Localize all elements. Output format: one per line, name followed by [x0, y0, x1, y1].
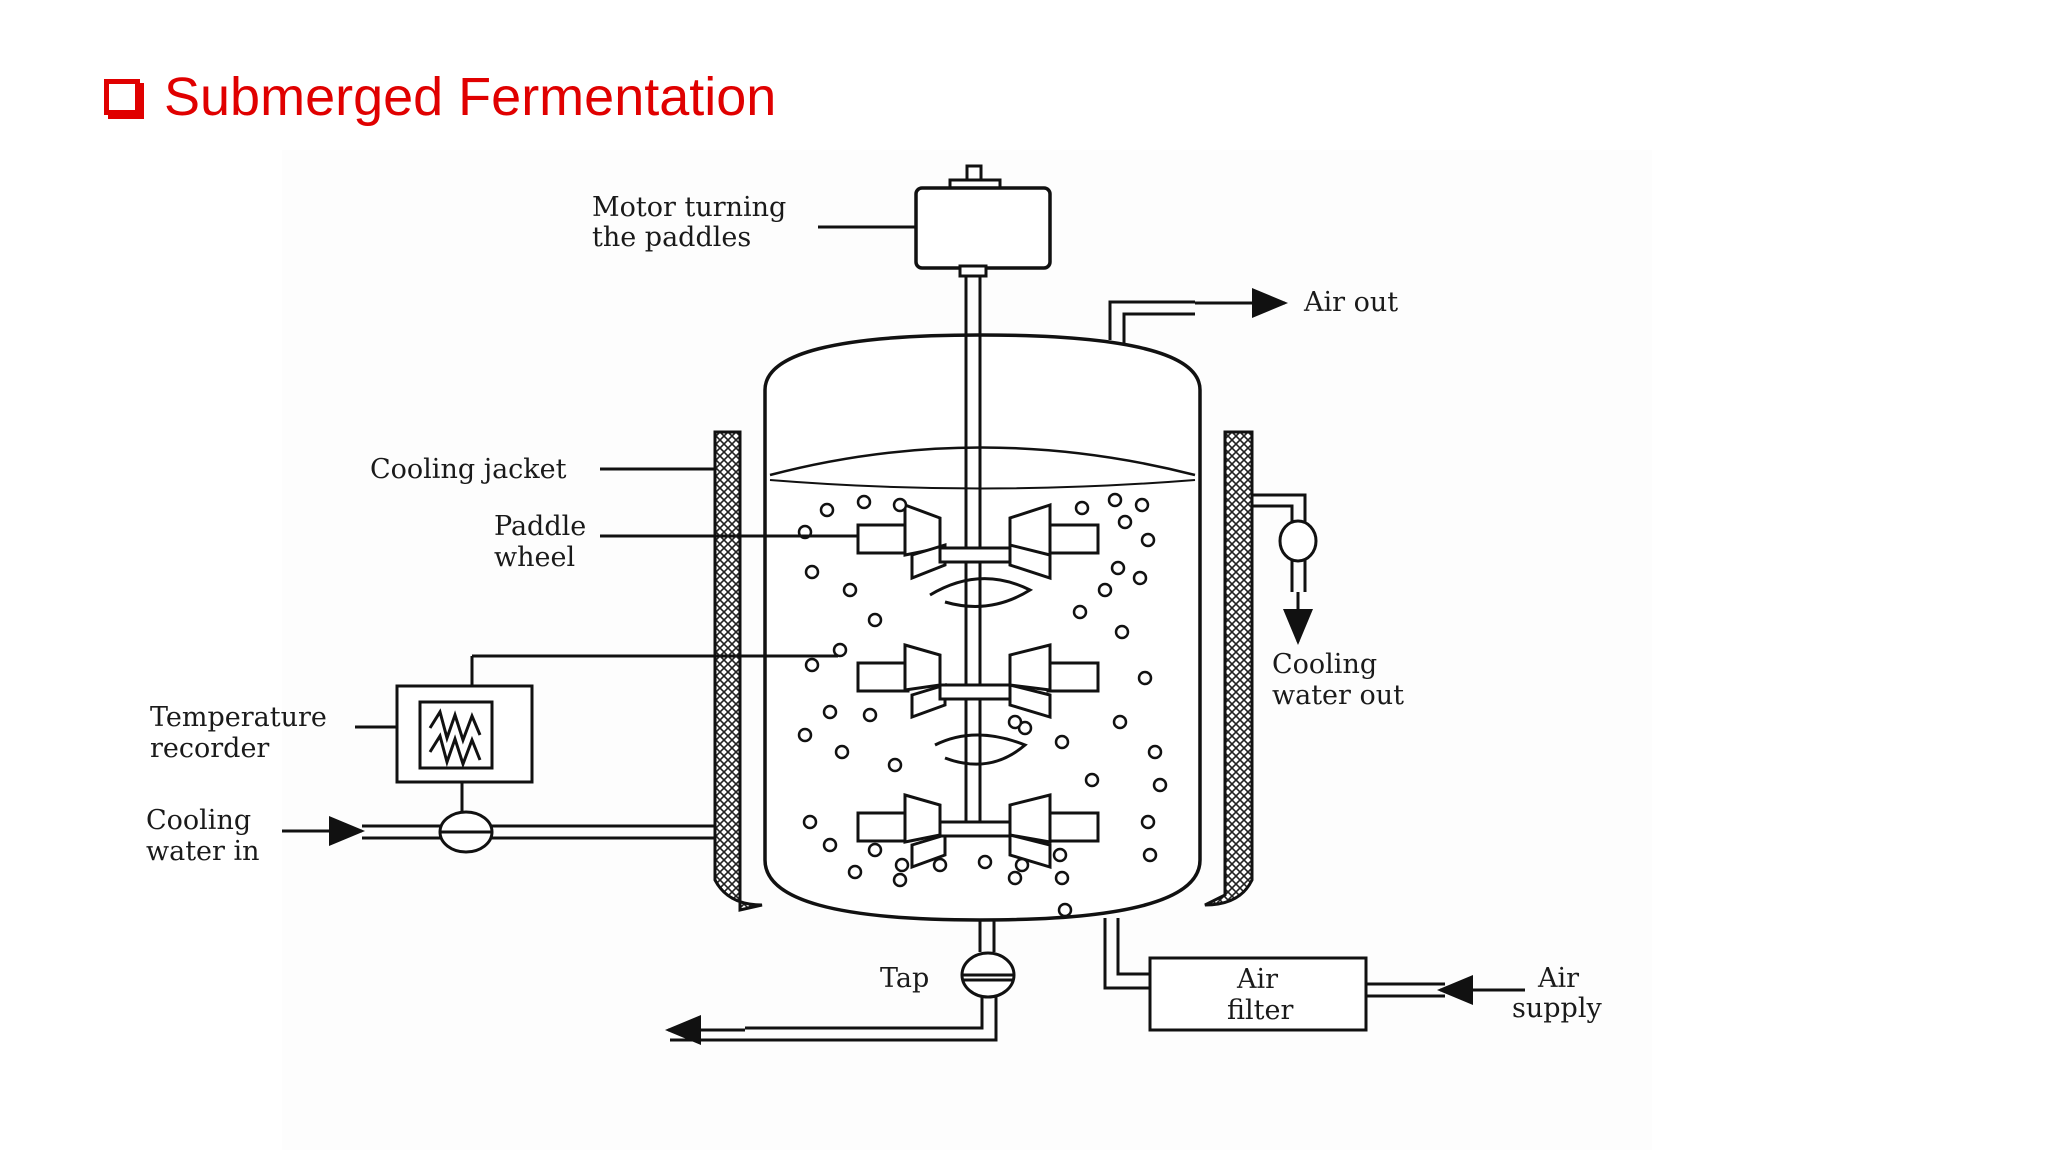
air-bubbles [797, 492, 1168, 918]
temperature-recorder-label-line2: recorder [150, 733, 269, 764]
temperature-recorder [395, 654, 838, 812]
cooling-water-in-label-line2: water in [146, 836, 260, 867]
cooling-water-in-label-line1: Cooling [146, 805, 251, 836]
air-supply-label-line2: supply [1512, 993, 1602, 1024]
air-supply-label-line1: Air [1537, 963, 1579, 994]
cooling-water-out-label-line2: water out [1272, 680, 1404, 711]
paddle-wheel-label-line1: Paddle [494, 511, 586, 542]
cooling-water-out-label-line1: Cooling [1272, 649, 1377, 680]
air-filter [1103, 918, 1525, 1032]
air-out-pipe [1108, 288, 1288, 345]
slide-title: Submerged Fermentation [164, 67, 777, 127]
motor-label-line2: the paddles [592, 222, 751, 253]
checkbox-bullet-icon [104, 79, 140, 115]
temperature-recorder-label-line1: Temperature [150, 702, 327, 733]
cooling-water-out-pipe [1252, 493, 1318, 645]
label-leader-lines [355, 225, 916, 729]
air-out-label: Air out [1303, 287, 1398, 318]
motor-label-line1: Motor turning [592, 192, 786, 223]
motor [914, 164, 1052, 278]
tap-label: Tap [880, 963, 929, 994]
cooling-water-in-pipe [282, 810, 715, 854]
tap-valve [665, 920, 1016, 1045]
cooling-jacket-right [1204, 430, 1254, 907]
cooling-jacket-label: Cooling jacket [370, 454, 567, 485]
paddle-wheel-top [856, 502, 1100, 608]
paddle-wheel-middle [856, 643, 1100, 766]
paddle-wheel-label-line2: wheel [494, 542, 575, 573]
cooling-jacket-left [713, 430, 763, 912]
air-filter-label-line2: filter [1227, 995, 1293, 1026]
paddle-wheel-bottom [856, 793, 1100, 870]
air-filter-label-line1: Air [1236, 964, 1278, 995]
slide-title-row: Submerged Fermentation [104, 62, 776, 132]
